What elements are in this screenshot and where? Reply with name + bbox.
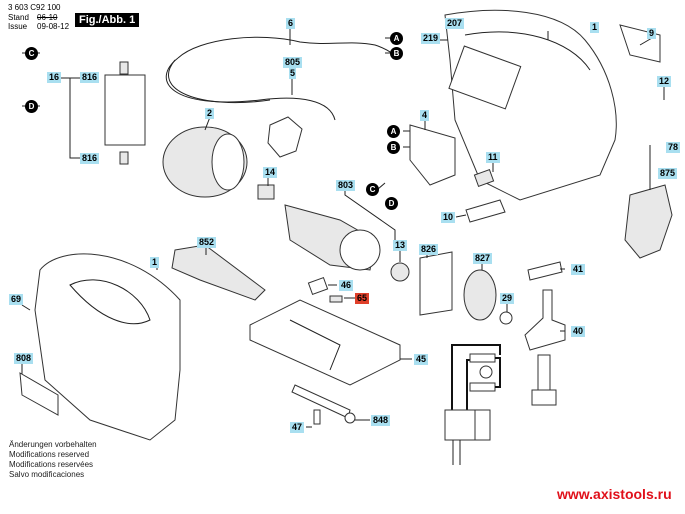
part-label-13[interactable]: 13 [393, 240, 408, 251]
plunger-drawing [524, 289, 566, 351]
nameplate-drawing [19, 372, 59, 416]
bearing-drawing [257, 184, 275, 200]
part-label-78[interactable]: 78 [666, 142, 681, 153]
spring-drawing [473, 168, 495, 188]
part-label-6[interactable]: 6 [286, 18, 296, 29]
part-label-816-top[interactable]: 816 [80, 72, 100, 83]
gear-drawing [463, 269, 497, 321]
switch-drawing [409, 124, 456, 186]
plug-cord [168, 59, 271, 104]
part-label-47[interactable]: 47 [290, 422, 305, 433]
connector-b: B [390, 47, 403, 60]
part-label-1-top[interactable]: 1 [590, 22, 600, 33]
part-label-10[interactable]: 10 [441, 212, 456, 223]
issue-label: Issue [8, 22, 28, 31]
part-label-9[interactable]: 9 [647, 28, 657, 39]
part-label-826[interactable]: 826 [419, 244, 439, 255]
part-label-808[interactable]: 808 [14, 353, 34, 364]
part-label-46[interactable]: 46 [339, 280, 354, 291]
plug-drawing [267, 116, 303, 158]
part-label-69[interactable]: 69 [9, 294, 24, 305]
connector-a-switch: A [387, 125, 400, 138]
ball-bearing-drawing [390, 262, 410, 282]
part-label-875[interactable]: 875 [658, 168, 678, 179]
modifications-notice: Änderungen vorbehalten Modifications res… [9, 440, 97, 480]
part-label-11[interactable]: 11 [486, 152, 500, 163]
part-label-219[interactable]: 219 [421, 33, 441, 44]
part-label-12[interactable]: 12 [657, 76, 672, 87]
housing-right-drawing [444, 9, 617, 201]
part-label-805[interactable]: 805 [283, 57, 303, 68]
brush-holder-drawing [104, 74, 146, 146]
connector-d-switch: D [385, 197, 398, 210]
part-label-803[interactable]: 803 [336, 180, 356, 191]
connector-c: C [25, 47, 38, 60]
document-number: 3 603 C92 100 [8, 3, 61, 12]
base-plate-drawing [249, 299, 401, 386]
part-label-14[interactable]: 14 [263, 167, 278, 178]
issue-value: 09-08-12 [37, 22, 70, 31]
connector-b-switch: B [387, 141, 400, 154]
part-label-1-left[interactable]: 1 [150, 257, 160, 268]
part-label-5[interactable]: 5 [289, 68, 297, 79]
guard-drawing [624, 184, 673, 259]
part-label-827[interactable]: 827 [473, 253, 493, 264]
roller-drawing [499, 311, 513, 325]
part-label-207[interactable]: 207 [445, 18, 465, 29]
note-en: Modifications reserved [9, 450, 90, 459]
slider-drawing [329, 295, 343, 303]
screw-47-drawing [313, 409, 321, 425]
stand-label: Stand [8, 13, 29, 22]
pad-drawing [307, 276, 329, 296]
wiring-diagram [444, 344, 501, 465]
bearing-plate-drawing [419, 251, 453, 316]
handle-insert-drawing [171, 244, 266, 301]
part-label-41[interactable]: 41 [571, 264, 586, 275]
cord-loop [165, 57, 336, 121]
connector-c-switch: C [366, 183, 379, 196]
note-fr: Modifications reservées [9, 460, 94, 469]
part-label-848[interactable]: 848 [371, 415, 391, 426]
part-label-65-highlighted[interactable]: 65 [355, 293, 370, 304]
note-de: Änderungen vorbehalten [9, 440, 97, 449]
part-label-2[interactable]: 2 [205, 108, 215, 119]
figure-title: Fig./Abb. 1 [75, 13, 140, 27]
part-label-40[interactable]: 40 [571, 326, 586, 337]
housing-left-drawing [34, 253, 181, 441]
website-link[interactable]: www.axistools.ru [557, 486, 672, 502]
part-label-29[interactable]: 29 [500, 293, 515, 304]
connector-a: A [390, 32, 403, 45]
guide-drawing [527, 261, 563, 281]
stand-value: 06-10 [37, 13, 58, 22]
part-label-4[interactable]: 4 [420, 110, 430, 121]
part-label-816-bottom[interactable]: 816 [80, 153, 100, 164]
part-label-852[interactable]: 852 [197, 237, 217, 248]
note-es: Salvo modificaciones [9, 470, 85, 479]
blade-clamp-drawing [291, 384, 351, 419]
lever-drawing [465, 199, 506, 223]
cable-drawing [177, 36, 396, 59]
connector-d: D [25, 100, 38, 113]
part-label-16[interactable]: 16 [47, 72, 62, 83]
part-label-45[interactable]: 45 [414, 354, 429, 365]
